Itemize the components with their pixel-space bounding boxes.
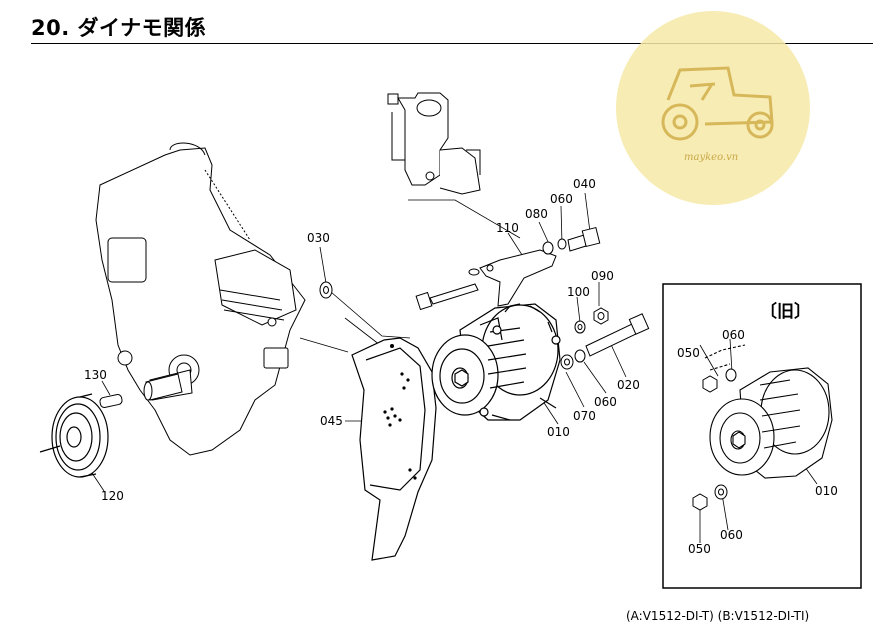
washer-030 bbox=[319, 281, 333, 299]
title-rule bbox=[31, 43, 873, 44]
inset-alternator bbox=[704, 344, 833, 479]
part-label-060: 060 bbox=[550, 192, 573, 206]
inset-part-label-010: 010 bbox=[815, 484, 838, 498]
watermark-disc bbox=[616, 11, 810, 205]
key bbox=[99, 394, 123, 408]
inset-frame bbox=[662, 283, 862, 589]
tractor-logo-icon bbox=[661, 66, 774, 141]
watermark-text: maykeo.vn bbox=[684, 152, 738, 163]
adjusting-bracket bbox=[415, 249, 557, 311]
bolt-020-set bbox=[560, 313, 650, 370]
leader-lines bbox=[89, 192, 818, 543]
inset-part-label-050-bottom: 050 bbox=[688, 542, 711, 556]
cover-hole-pattern bbox=[383, 344, 417, 480]
engine-front-cover bbox=[95, 142, 306, 456]
model-note: (A:V1512-DI-T) (B:V1512-DI-TI) bbox=[626, 609, 810, 623]
inset-part-label-050-top: 050 bbox=[677, 346, 700, 360]
part-label-120: 120 bbox=[101, 489, 124, 503]
inset-fasteners bbox=[692, 368, 737, 511]
part-label-030: 030 bbox=[307, 231, 330, 245]
part-label-040: 040 bbox=[573, 177, 596, 191]
part-label-070: 070 bbox=[573, 409, 596, 423]
part-label-130: 130 bbox=[84, 368, 107, 382]
inset-old-type bbox=[662, 283, 862, 589]
part-labels: 040 060 080 110 030 090 100 020 060 070 … bbox=[84, 177, 838, 556]
crank-pulley bbox=[39, 393, 109, 478]
alternator-main bbox=[431, 303, 561, 421]
part-label-020: 020 bbox=[617, 378, 640, 392]
page-title: 20. ダイナモ関係 bbox=[31, 16, 207, 40]
thermostat-housing bbox=[387, 92, 481, 195]
inset-part-label-060-bottom: 060 bbox=[720, 528, 743, 542]
part-label-060-lower: 060 bbox=[594, 395, 617, 409]
part-label-100: 100 bbox=[567, 285, 590, 299]
bolt-040-set bbox=[542, 226, 601, 255]
part-label-090: 090 bbox=[591, 269, 614, 283]
crankshaft-nose bbox=[143, 373, 183, 401]
part-label-110: 110 bbox=[496, 221, 519, 235]
part-label-080: 080 bbox=[525, 207, 548, 221]
belt-cover bbox=[351, 337, 437, 561]
inset-label: 〔旧〕 bbox=[760, 301, 811, 322]
watermark: maykeo.vn bbox=[616, 11, 810, 205]
part-label-045: 045 bbox=[320, 414, 343, 428]
part-label-010: 010 bbox=[547, 425, 570, 439]
inset-part-label-060-top: 060 bbox=[722, 328, 745, 342]
nut-090-washer-100 bbox=[574, 307, 609, 334]
